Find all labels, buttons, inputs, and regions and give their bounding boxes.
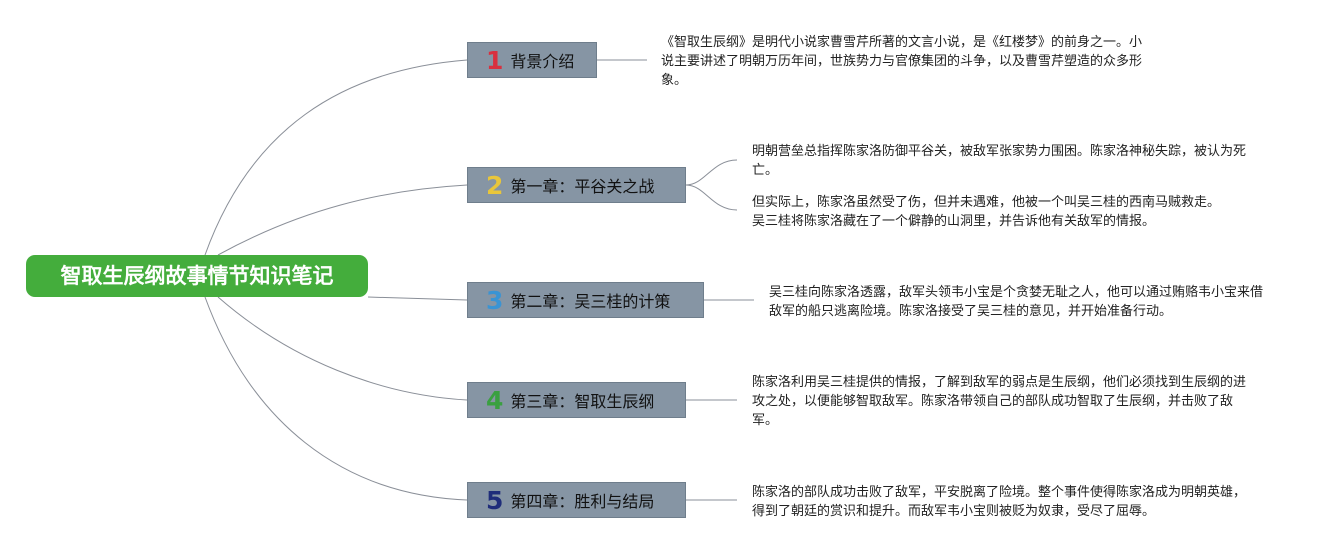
note-text: 《智取生辰纲》是明代小说家曹雪芹所著的文言小说，是《红楼梦》的前身之一。小说主要…: [661, 35, 1143, 88]
branch-label: 第一章：平谷关之战: [510, 177, 655, 196]
note-background: 《智取生辰纲》是明代小说家曹雪芹所著的文言小说，是《红楼梦》的前身之一。小说主要…: [661, 33, 1146, 90]
connector-root-branch-3: [367, 296, 468, 301]
branch-number-3: 3: [486, 285, 504, 315]
connector-branch-2-note-2: [685, 184, 738, 211]
note-text: 吴三桂向陈家洛透露，敌军头领韦小宝是个贪婪无耻之人，他可以通过贿赂韦小宝来借敌军…: [769, 285, 1264, 319]
connector-root-branch-2: [217, 184, 468, 256]
connector-root-branch-5: [204, 296, 468, 501]
branch-label: 第二章：吴三桂的计策: [510, 292, 671, 311]
branch-number-1: 1: [486, 45, 504, 75]
note-text: 陈家洛利用吴三桂提供的情报，了解到敌军的弱点是生辰纲，他们必须找到生辰纲的进攻之…: [752, 375, 1247, 428]
note-chapter-1-part-1: 明朝营垒总指挥陈家洛防御平谷关，被敌军张家势力围困。陈家洛神秘失踪，被认为死亡。: [752, 142, 1247, 180]
branch-number-5: 5: [486, 485, 504, 515]
note-chapter-3: 陈家洛利用吴三桂提供的情报，了解到敌军的弱点是生辰纲，他们必须找到生辰纲的进攻之…: [752, 373, 1247, 430]
connector-branch-2-note-1: [685, 159, 738, 186]
branch-chapter-2[interactable]: 3 第二章：吴三桂的计策: [467, 282, 704, 318]
root-node[interactable]: 智取生辰纲故事情节知识笔记: [26, 255, 368, 297]
note-text: 陈家洛的部队成功击败了敌军，平安脱离了险境。整个事件使得陈家洛成为明朝英雄，得到…: [752, 485, 1247, 519]
connector-root-branch-1: [204, 59, 468, 256]
branch-chapter-4[interactable]: 5 第四章：胜利与结局: [467, 482, 686, 518]
note-chapter-4: 陈家洛的部队成功击败了敌军，平安脱离了险境。整个事件使得陈家洛成为明朝英雄，得到…: [752, 483, 1247, 521]
connector-root-branch-4: [217, 296, 468, 401]
note-text: 但实际上，陈家洛虽然受了伤，但并未遇难，他被一个叫吴三桂的西南马贼救走。吴三桂将…: [752, 195, 1221, 229]
branch-chapter-3[interactable]: 4 第三章：智取生辰纲: [467, 382, 686, 418]
branch-label: 第三章：智取生辰纲: [510, 392, 655, 411]
branch-background[interactable]: 1 背景介绍: [467, 42, 597, 78]
note-chapter-2: 吴三桂向陈家洛透露，敌军头领韦小宝是个贪婪无耻之人，他可以通过贿赂韦小宝来借敌军…: [769, 283, 1264, 321]
branch-number-4: 4: [486, 385, 504, 415]
note-text: 明朝营垒总指挥陈家洛防御平谷关，被敌军张家势力围困。陈家洛神秘失踪，被认为死亡。: [752, 144, 1247, 178]
root-title: 智取生辰纲故事情节知识笔记: [60, 264, 334, 288]
branch-number-2: 2: [486, 170, 504, 200]
branch-label: 第四章：胜利与结局: [510, 492, 655, 511]
note-chapter-1-part-2: 但实际上，陈家洛虽然受了伤，但并未遇难，他被一个叫吴三桂的西南马贼救走。吴三桂将…: [752, 193, 1232, 231]
branch-label: 背景介绍: [510, 52, 575, 71]
branch-chapter-1[interactable]: 2 第一章：平谷关之战: [467, 167, 686, 203]
